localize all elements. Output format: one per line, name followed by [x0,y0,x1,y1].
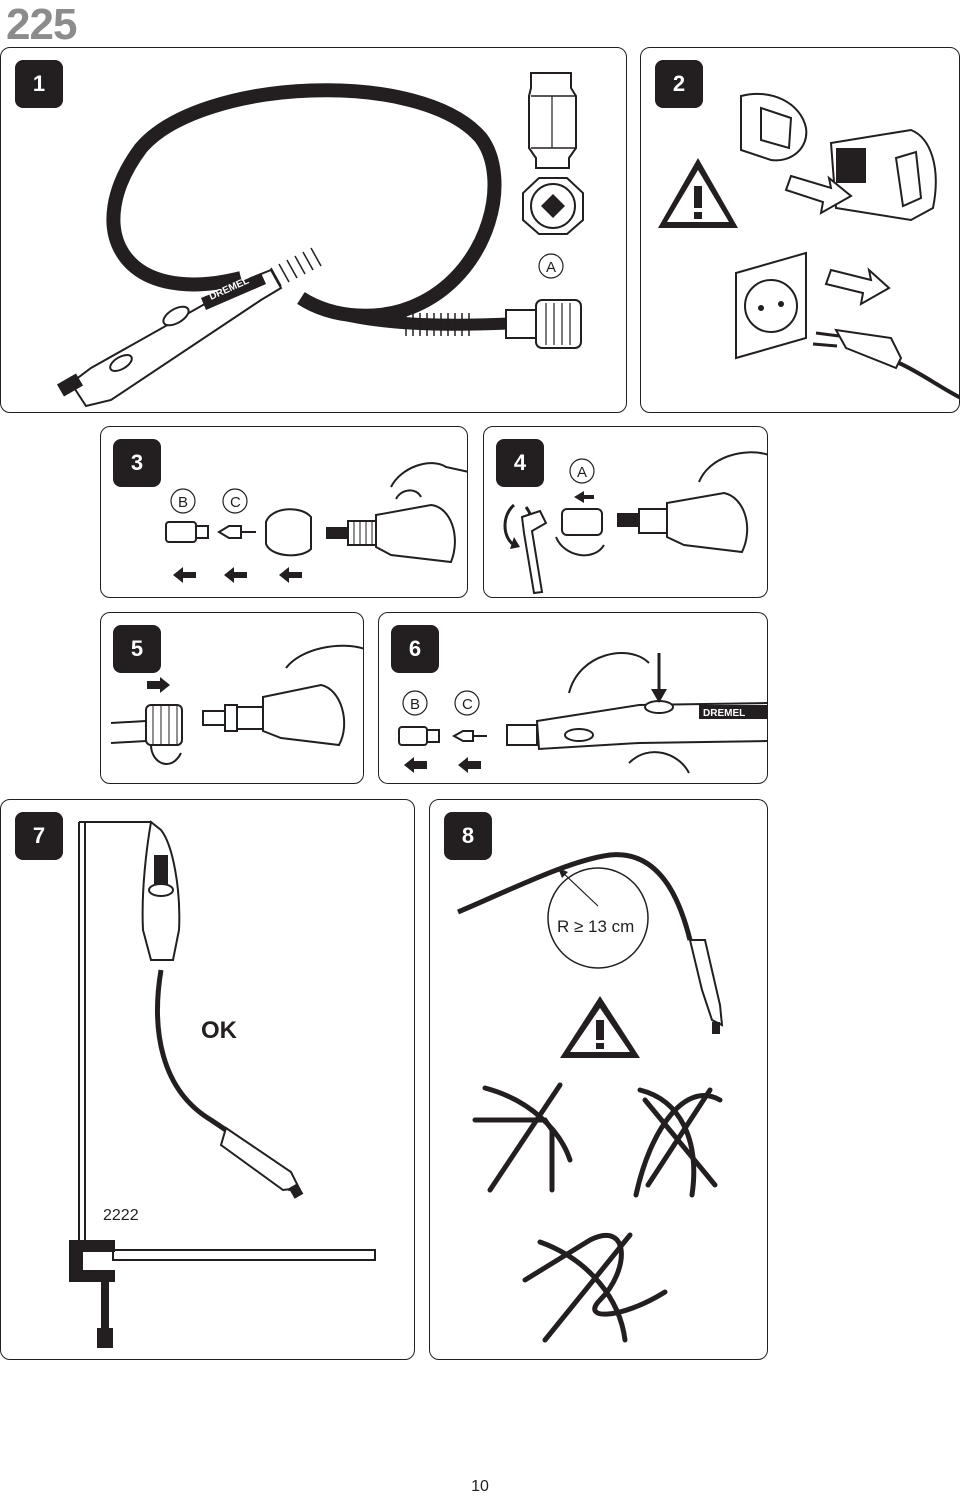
callout-b: B [410,696,420,713]
step-6-badge: 6 [391,625,439,673]
clamp-label: 2222 [103,1207,139,1224]
hanger-illustration: OK 2222 [69,820,376,1348]
warning-triangle-icon [560,996,640,1058]
adapter-mount-illustration: A [503,451,767,595]
callout-c: C [230,494,241,511]
step-2-panel: 2 [640,47,960,413]
flex-shaft-illustration: DREMEL A [56,72,584,408]
loop-bend-crossed [633,1087,723,1198]
connect-shaft-illustration [110,644,363,765]
page-number: 10 [471,1478,489,1495]
step-6-panel: 6 B C DREMEL [378,612,768,784]
step-4-panel: 4 A [483,426,768,598]
step-5-panel: 5 [100,612,364,784]
callout-b: B [178,494,188,511]
radius-label: R ≥ 13 cm [557,917,634,936]
step-7-badge: 7 [15,812,63,860]
step-5-badge: 5 [113,625,161,673]
ok-label: OK [201,1017,238,1044]
step-4-badge: 4 [496,439,544,487]
callout-a: A [546,259,556,276]
warning-triangle-icon [658,158,738,228]
insert-collet-illustration: B C DREMEL [398,652,767,774]
step-1-panel: 1 DREMEL [0,47,627,413]
step-8-panel: 8 R ≥ 13 cm [429,799,768,1360]
step-3-panel: 3 B C [100,426,468,598]
step-8-badge: 8 [444,812,492,860]
bend-radius-illustration: R ≥ 13 cm [457,852,724,1343]
model-number: 225 [6,0,77,49]
step-2-badge: 2 [655,60,703,108]
step-3-badge: 3 [113,439,161,487]
disassembly-illustration: B C [165,462,467,583]
callout-c: C [462,696,473,713]
sharp-bend-crossed [472,1082,573,1193]
callout-a: A [577,464,587,481]
battery-unplug-illustration [658,92,959,400]
step-7-panel: 7 OK 2222 [0,799,415,1360]
step-1-badge: 1 [15,60,63,108]
kink-bend-crossed [522,1232,668,1343]
brand-text: DREMEL [703,708,745,719]
